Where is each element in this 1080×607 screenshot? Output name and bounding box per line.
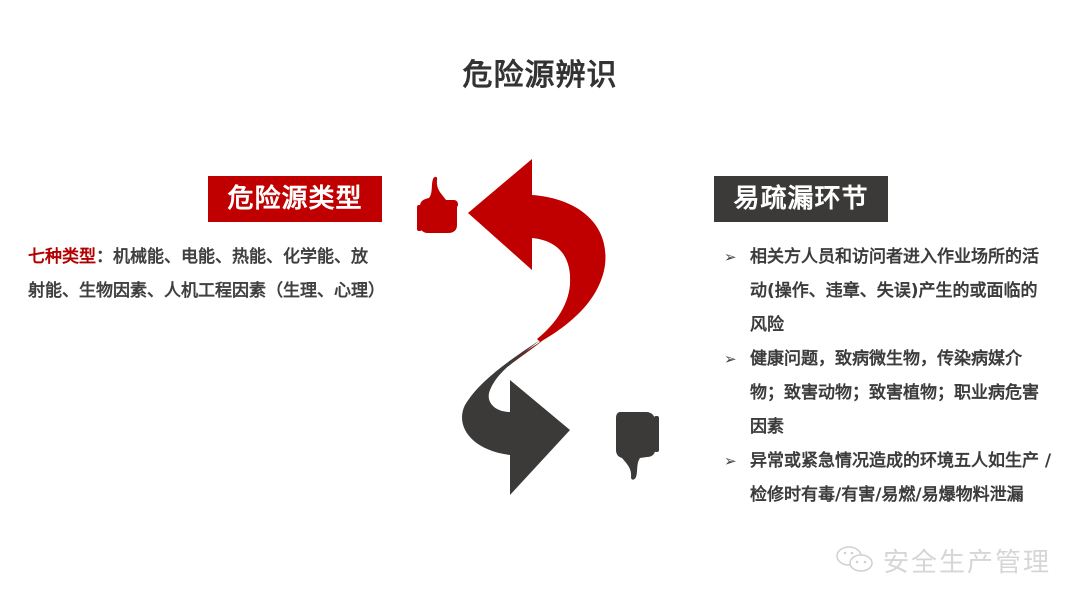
thumbs-down-icon [616, 412, 659, 480]
thumbs-up-icon [417, 176, 458, 233]
hazard-type-description: 七种类型：机械能、电能、热能、化学能、放射能、生物因素、人机工程因素（生理、心理… [28, 240, 385, 308]
slide-title: 危险源辨识 [462, 58, 618, 93]
easily-missed-list: ➢ 相关方人员和访问者进入作业场所的活动(操作、违章、失误)产生的或面临的风险 … [724, 240, 1054, 512]
watermark: 安全生产管理 [835, 540, 1051, 580]
arrow-bullet-icon: ➢ [724, 248, 737, 266]
hazard-type-label: 七种类型 [28, 247, 96, 267]
wechat-icon [836, 546, 873, 572]
hazard-type-text: 机械能、电能、热能、化学能、放射能、生物因素、人机工程因素（生理、心理） [28, 247, 385, 301]
hazard-type-tag: 危险源类型 [208, 176, 382, 222]
list-item-text: 相关方人员和访问者进入作业场所的活动(操作、违章、失误)产生的或面临的风险 [750, 247, 1039, 335]
list-item: ➢ 相关方人员和访问者进入作业场所的活动(操作、违章、失误)产生的或面临的风险 [724, 240, 1054, 342]
s-arrow-graphic [417, 159, 659, 495]
curved-arrow-right-icon [462, 340, 570, 495]
label-colon: ： [96, 247, 113, 267]
list-item-text: 异常或紧急情况造成的环境五人如生产 / 检修时有毒/有害/易燃/易爆物料泄漏 [750, 451, 1052, 505]
arrow-bullet-icon: ➢ [724, 452, 737, 470]
curved-arrow-left-icon [468, 159, 606, 342]
watermark-text: 安全生产管理 [883, 547, 1052, 578]
list-item: ➢ 异常或紧急情况造成的环境五人如生产 / 检修时有毒/有害/易燃/易爆物料泄漏 [724, 444, 1054, 512]
list-item-text: 健康问题，致病微生物，传染病媒介物；致害动物；致害植物；职业病危害因素 [750, 349, 1039, 437]
list-item: ➢ 健康问题，致病微生物，传染病媒介物；致害动物；致害植物；职业病危害因素 [724, 342, 1054, 444]
arrow-bullet-icon: ➢ [724, 350, 737, 368]
easily-missed-tag: 易疏漏环节 [714, 176, 888, 222]
